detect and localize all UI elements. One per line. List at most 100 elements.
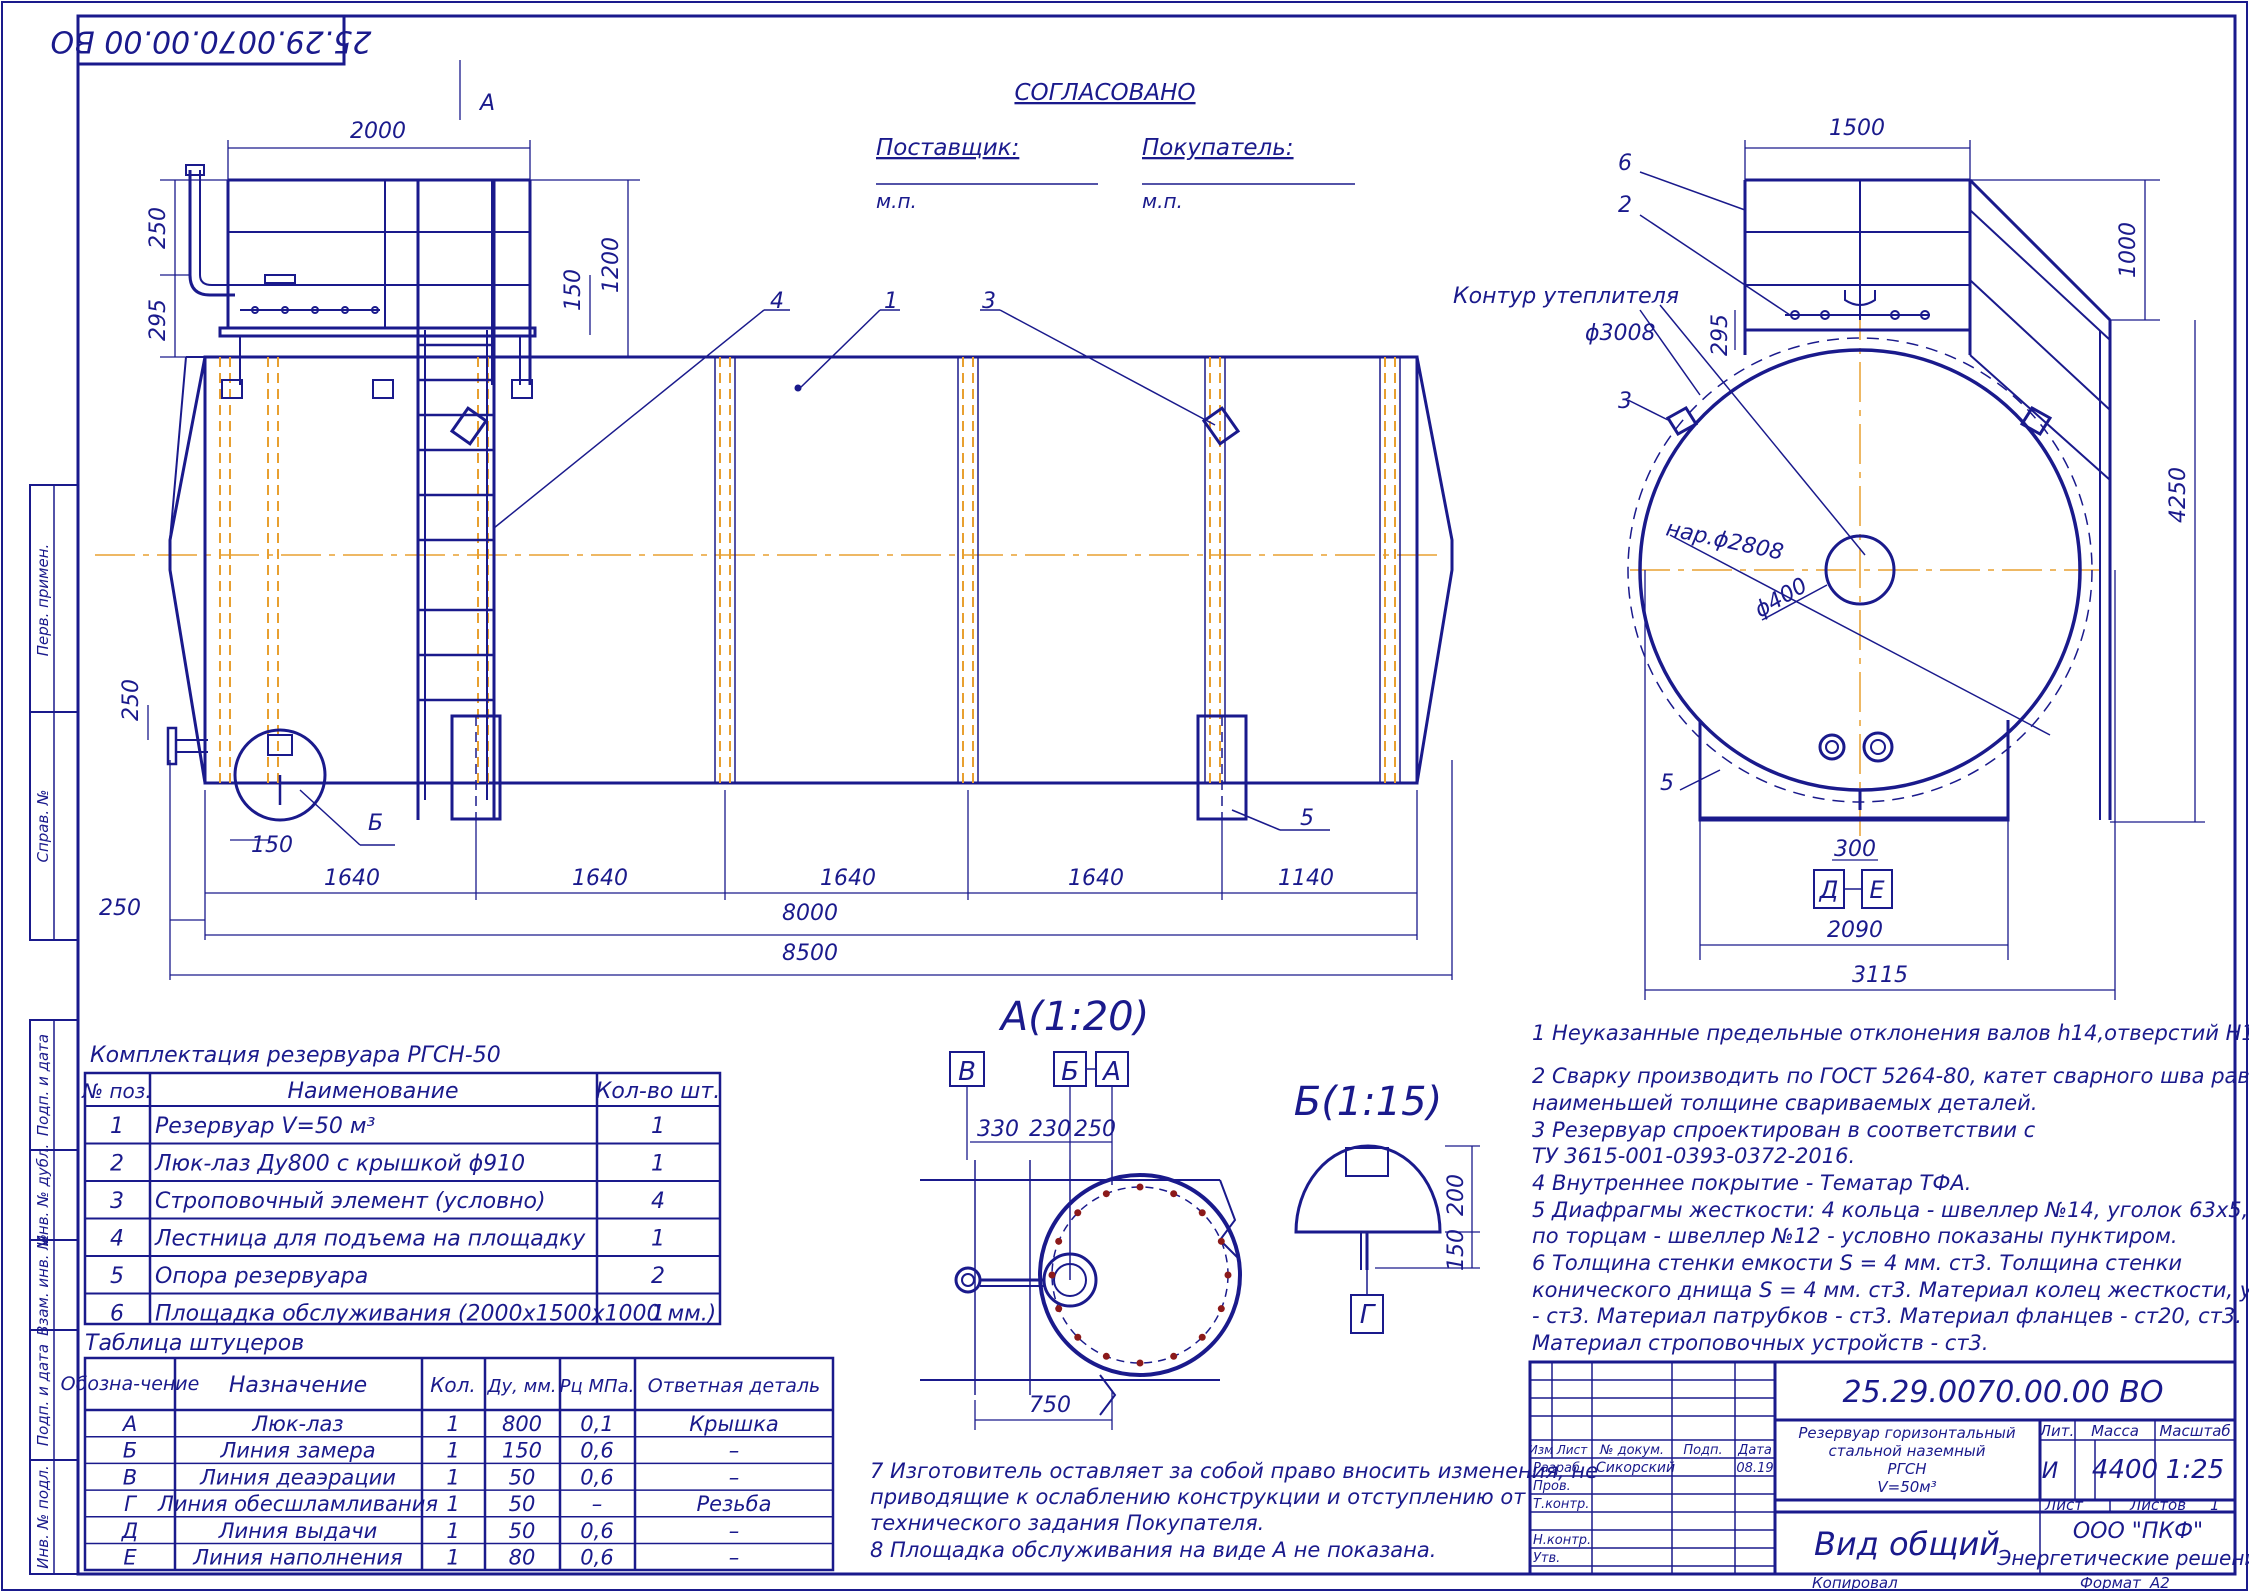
side-view-flags: Д Е (1813, 869, 1893, 909)
dim-150: 150 (561, 269, 586, 311)
dim-250-top: 250 (146, 207, 171, 249)
comp-cell-pos: 2 (110, 1152, 124, 1177)
tb-name-3: РГСН (1887, 1460, 1926, 1478)
tb-sheets-label: Листов (2129, 1496, 2186, 1514)
flag-g: Г (1360, 1300, 1377, 1330)
noz-cell-dn: 50 (509, 1465, 536, 1489)
dim-seg5: 1140 (1278, 866, 1334, 891)
note-line-bottom: технического задания Покупателя. (870, 1511, 1264, 1535)
supplier-label: Поставщик: (876, 135, 1019, 161)
bolt-hole (1102, 1352, 1110, 1360)
diameter-2808: нар.ϕ2808 (1664, 516, 1786, 565)
bolt-hole (1198, 1333, 1206, 1341)
dim-230: 230 (1029, 1117, 1071, 1142)
comp-cell-qty: 1 (651, 1152, 665, 1177)
dim-750: 750 (1029, 1393, 1071, 1418)
dim-4250: 4250 (2166, 467, 2191, 523)
bolt-hole (1217, 1237, 1225, 1245)
dim-295-side: 295 (1708, 314, 1733, 356)
dim-250-low: 250 (119, 679, 144, 721)
comp-header-qty: Кол-во шт. (596, 1079, 720, 1104)
note-line: - ст3. Материал патрубков - ст3. Материа… (1532, 1304, 2242, 1328)
note-line: конического днища S = 4 мм. ст3. Материа… (1532, 1278, 2249, 1302)
tb-view-name: Вид общий (1814, 1525, 2000, 1563)
comp-cell-name: Строповочный элемент (условно) (155, 1189, 546, 1214)
tb-lit-value: И (2042, 1459, 2058, 1484)
bolt-hole (1136, 1183, 1144, 1191)
comp-cell-name: Лестница для подъема на площадку (154, 1227, 586, 1252)
bolt-hole (1136, 1359, 1144, 1367)
note-line: ТУ 3615-001-0393-0372-2016. (1532, 1144, 1855, 1168)
completeness-table: Комплектация резервуара РГСН-50 № поз. Н… (81, 1043, 722, 1327)
view-b-labels: Б(1:15) 200 150 Г (1294, 1079, 1469, 1330)
callout-6: 6 (1618, 151, 1632, 176)
side-view-dims: 1500 1000 295 4250 300 2090 3115 6 2 Кон… (1453, 116, 2205, 1000)
callout-5: 5 (1300, 806, 1314, 831)
tb-h-izm: Изм (1529, 1443, 1553, 1457)
tb-mass: 4400 (2092, 1455, 2158, 1485)
note-line: Материал строповочных устройств - ст3. (1532, 1331, 1989, 1355)
flag-b-a: Б (1061, 1057, 1079, 1087)
noz-cell-code: Б (123, 1439, 137, 1463)
tb-col-scale: Масштаб (2159, 1422, 2230, 1440)
tb-org-1: ООО "ПКФ" (2073, 1519, 2203, 1544)
view-a (920, 1051, 1242, 1430)
side-view (1627, 171, 2112, 840)
completeness-title: Комплектация резервуара РГСН-50 (90, 1043, 501, 1068)
tb-copied: Копировал (1812, 1574, 1898, 1592)
note-line-bottom: приводящие к ослаблению конструкции и от… (870, 1485, 1526, 1509)
comp-cell-name: Площадка обслуживания (2000х1500х1000 мм… (155, 1302, 716, 1327)
approval-title: СОГЛАСОВАНО (1014, 80, 1195, 106)
doc-code-rotated: 25.29.0070.00.00 ВО (51, 24, 372, 59)
comp-cell-pos: 6 (110, 1302, 124, 1327)
noz-cell-code: Е (123, 1546, 137, 1570)
noz-cell-dn: 50 (509, 1492, 536, 1516)
comp-cell-qty: 2 (651, 1264, 665, 1289)
side-label-1: Перв. примен. (34, 544, 52, 657)
comp-cell-qty: 1 (651, 1114, 665, 1139)
callout-4: 4 (770, 289, 784, 314)
noz-cell-p: – (592, 1492, 603, 1516)
noz-cell-qty: 1 (446, 1492, 459, 1516)
view-a-title: А(1:20) (998, 994, 1149, 1040)
tb-role-utv: Утв. (1533, 1551, 1560, 1566)
callout-1: 1 (884, 289, 898, 314)
noz-cell-purpose: Линия выдачи (218, 1519, 378, 1543)
dim-8000: 8000 (782, 901, 838, 926)
tb-role-tkontr: Т.контр. (1533, 1497, 1589, 1512)
noz-cell-dn: 150 (502, 1439, 542, 1463)
callout-3: 3 (982, 289, 996, 314)
side-label-6: Подп. и дата (34, 1344, 52, 1446)
callout-2: 2 (1618, 193, 1632, 218)
diameter-3008: ϕ3008 (1585, 321, 1656, 346)
noz-cell-qty: 1 (446, 1546, 459, 1570)
callout-3-side: 3 (1618, 389, 1632, 414)
dim-150-b: 150 (1444, 1229, 1469, 1271)
tb-date: 08.19 (1736, 1461, 1773, 1476)
tb-org-2: Энергетические решения" (1996, 1546, 2249, 1570)
tb-sheet-label: Лист (2044, 1496, 2084, 1514)
dim-3115: 3115 (1852, 963, 1908, 988)
noz-cell-qty: 1 (446, 1439, 459, 1463)
noz-h-qty: Кол. (430, 1373, 476, 1397)
noz-cell-mate: Крышка (689, 1412, 779, 1436)
nozzle-table: Таблица штуцеров Обозна-чение Назначение… (61, 1331, 835, 1572)
flag-a: А (1101, 1057, 1121, 1087)
bolt-hole (1055, 1237, 1063, 1245)
noz-cell-dn: 80 (509, 1546, 536, 1570)
buyer-label: Покупатель: (1142, 135, 1294, 161)
comp-cell-pos: 4 (110, 1227, 124, 1252)
noz-cell-code: А (121, 1412, 137, 1436)
tb-h-list: Лист (1556, 1443, 1588, 1457)
comp-cell-pos: 3 (110, 1189, 124, 1214)
noz-cell-p: 0,6 (580, 1465, 613, 1489)
note-line: 1 Неуказанные предельные отклонения вало… (1532, 1021, 2249, 1045)
side-label-4: Инв. № дубл. (34, 1144, 52, 1247)
noz-cell-code: Г (124, 1492, 138, 1516)
noz-h-p: Рц МПа. (560, 1376, 635, 1397)
dim-seg1: 1640 (324, 866, 380, 891)
bolt-hole (1055, 1305, 1063, 1313)
tb-h-sign: Подп. (1683, 1443, 1722, 1458)
flag-v: В (958, 1057, 976, 1087)
